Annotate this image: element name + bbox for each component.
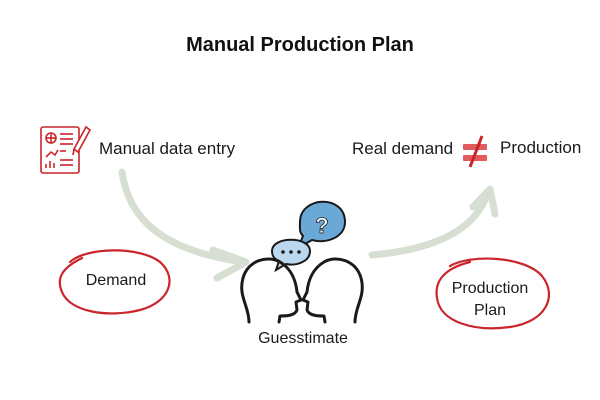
ellipsis-bubble-icon [270,238,312,273]
question-mark: ? [315,213,328,238]
question-bubble-icon: ? [295,200,347,251]
not-equal-icon [463,135,487,168]
flow-arrow-left [118,168,250,282]
manual-data-entry-label: Manual data entry [99,139,236,158]
production-plan-label: Production Plan [434,278,546,322]
production-plan-line1: Production [451,280,529,297]
production-plan-circle [435,257,551,330]
document-chart-icon [40,125,92,174]
flow-arrow-right [368,185,499,259]
page-title: Manual Production Plan [186,34,414,56]
production-plan-line2: Plan [473,302,507,319]
production-label: Production [500,138,582,157]
guesstimate-label: Guesstimate [258,330,348,347]
real-demand-label: Real demand [352,139,454,158]
pen-icon [72,125,92,156]
heads-dialogue-icon: ? [240,200,364,324]
demand-circle [58,249,171,315]
demand-label: Demand [85,272,147,289]
